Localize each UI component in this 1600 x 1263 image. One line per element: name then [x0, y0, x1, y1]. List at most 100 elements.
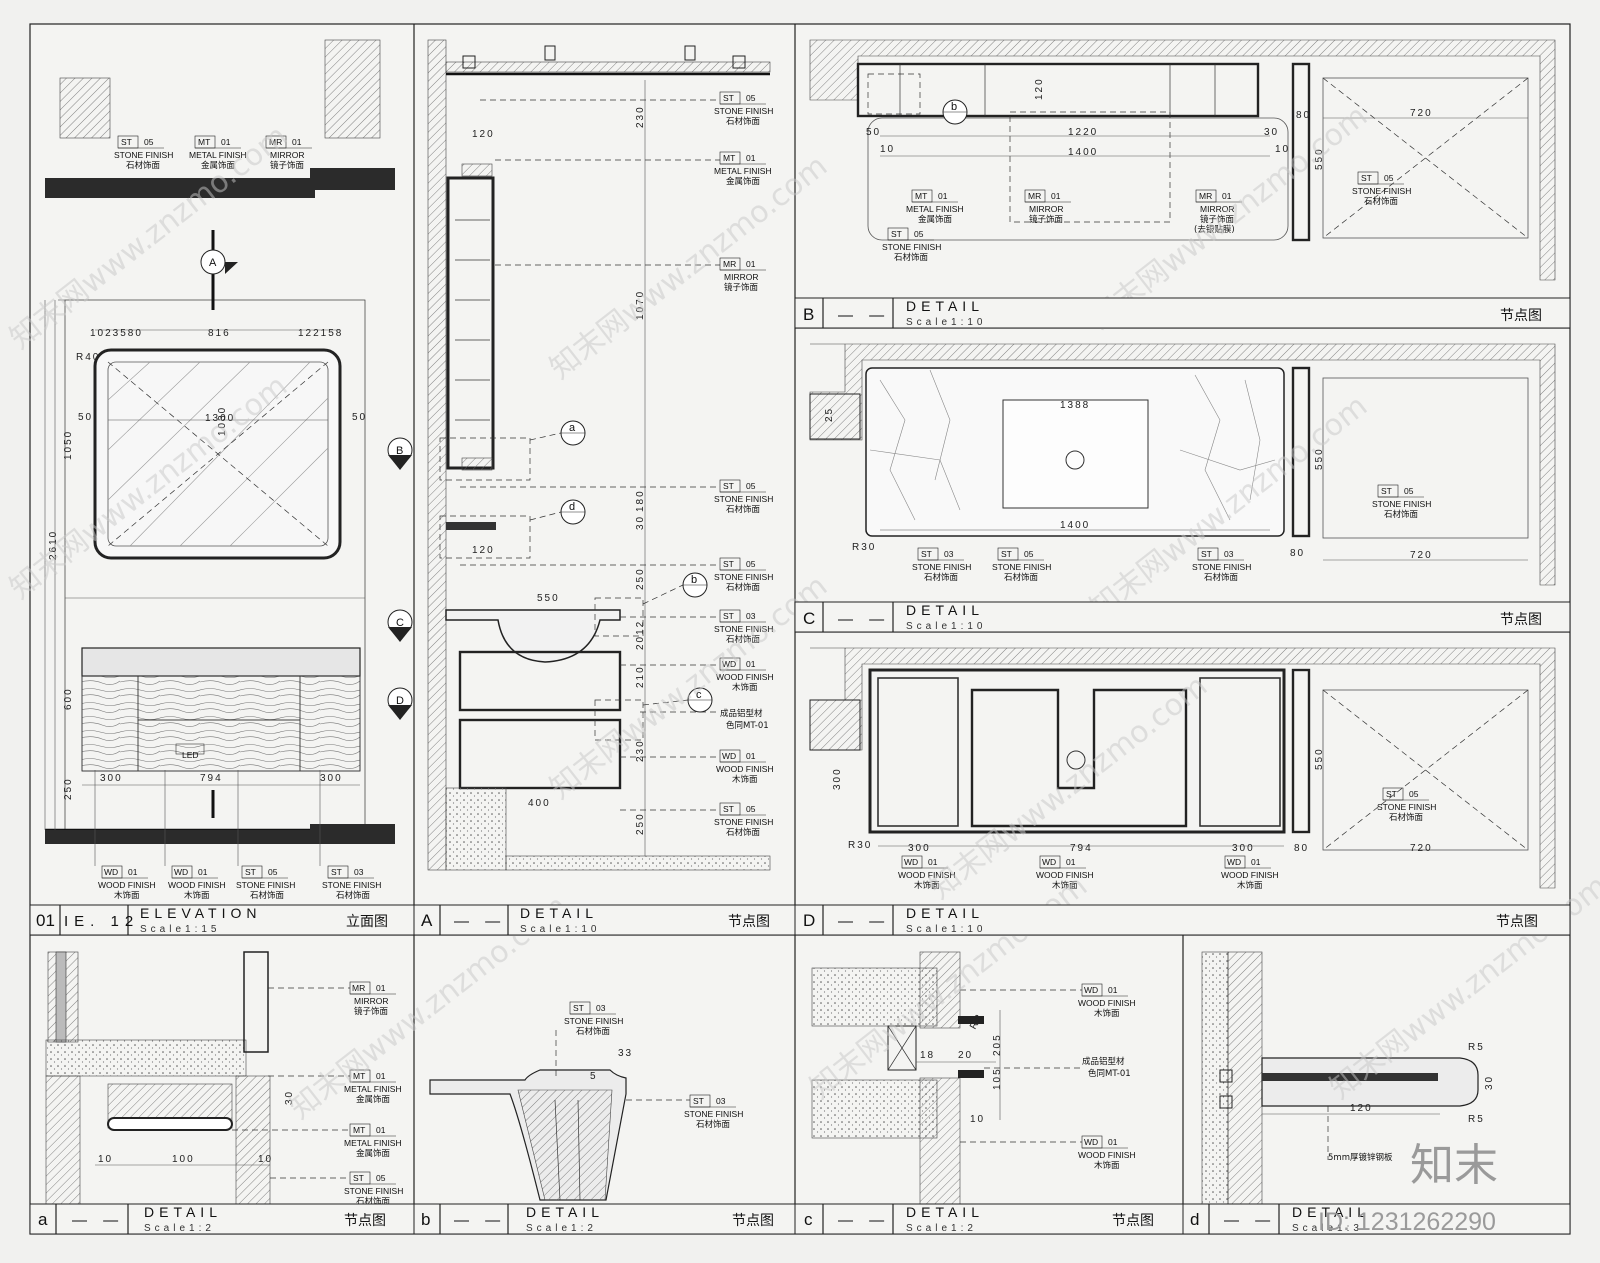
svg-text:30: 30 — [635, 515, 646, 530]
svg-text:木饰面: 木饰面 — [184, 890, 210, 901]
svg-text:10: 10 — [880, 144, 895, 155]
elevation-drawing — [44, 39, 395, 844]
svg-text:01: 01 — [746, 153, 756, 163]
svg-text:MR: MR — [1199, 191, 1212, 201]
svg-text:Scale1:2: Scale1:2 — [526, 1223, 597, 1234]
detail-a-dims: 100 10 10 30 — [98, 1090, 295, 1165]
svg-text:— —: — — — [72, 1212, 124, 1229]
svg-text:05: 05 — [268, 867, 278, 877]
svg-text:石材饰面: 石材饰面 — [576, 1026, 611, 1037]
svg-text:Scale1:2: Scale1:2 — [144, 1223, 215, 1234]
svg-text:05: 05 — [1404, 486, 1414, 496]
svg-text:STONE FINISH: STONE FINISH — [1352, 186, 1411, 196]
svg-text:ST: ST — [723, 611, 734, 621]
svg-text:1220: 1220 — [1068, 127, 1098, 138]
svg-text:STONE FINISH: STONE FINISH — [882, 242, 941, 252]
svg-text:ST: ST — [723, 559, 734, 569]
detail-C-dims: 1388 1400 720 550 25 R30 80 — [824, 400, 1431, 561]
svg-text:DETAIL: DETAIL — [1292, 1204, 1370, 1220]
svg-text:30: 30 — [284, 1090, 295, 1105]
svg-text:成品铝型材: 成品铝型材 — [720, 708, 763, 719]
svg-text:b: b — [421, 1210, 430, 1229]
svg-text:ST: ST — [331, 867, 342, 877]
svg-text:节点图: 节点图 — [1112, 1213, 1154, 1229]
detail-D-dims: 300 794 300 720 550 80 R30 300 — [832, 747, 1433, 854]
svg-text:MR: MR — [1028, 191, 1041, 201]
svg-text:01: 01 — [938, 191, 948, 201]
svg-text:金属饰面: 金属饰面 — [356, 1094, 391, 1105]
svg-text:色同MT-01: 色同MT-01 — [1088, 1068, 1131, 1079]
svg-text:120: 120 — [1350, 1103, 1373, 1114]
svg-text:WOOD FINISH: WOOD FINISH — [716, 764, 774, 774]
svg-text:03: 03 — [944, 549, 954, 559]
svg-text:节点图: 节点图 — [1500, 612, 1542, 628]
svg-text:WD: WD — [104, 867, 118, 877]
svg-text:1070: 1070 — [635, 290, 646, 320]
svg-text:Scale1:10: Scale1:10 — [906, 317, 986, 328]
svg-text:MIRROR: MIRROR — [354, 996, 388, 1006]
svg-text:10: 10 — [98, 1154, 113, 1165]
detail-A-drawing — [427, 39, 771, 871]
svg-text:STONE FINISH: STONE FINISH — [912, 562, 971, 572]
svg-text:300: 300 — [320, 773, 343, 784]
svg-text:ST: ST — [1386, 789, 1397, 799]
title-bar-a: a — — DETAIL Scale1:2 节点图 — [29, 1203, 415, 1235]
svg-text:10: 10 — [970, 1114, 985, 1125]
svg-text:250: 250 — [635, 812, 646, 835]
svg-text:03: 03 — [596, 1003, 606, 1013]
svg-text:05: 05 — [1024, 549, 1034, 559]
detail-b-dims: 5 33 — [590, 1048, 633, 1082]
svg-text:1050: 1050 — [63, 430, 74, 460]
svg-text:01: 01 — [1051, 191, 1061, 201]
svg-text:794: 794 — [200, 773, 223, 784]
svg-text:a: a — [38, 1210, 48, 1229]
svg-text:WD: WD — [1084, 985, 1098, 995]
svg-text:550: 550 — [1314, 147, 1325, 170]
svg-text:01: 01 — [1108, 1137, 1118, 1147]
svg-text:205: 205 — [992, 1033, 1003, 1056]
svg-text:STONE FINISH: STONE FINISH — [1192, 562, 1251, 572]
svg-text:B: B — [803, 305, 814, 324]
svg-text:MR: MR — [352, 983, 365, 993]
title-bar-elevation: 01 IE. 12 ELEVATION Scale1:15 立面图 — [29, 904, 415, 936]
svg-text:ELEVATION: ELEVATION — [140, 905, 262, 921]
svg-text:WOOD FINISH: WOOD FINISH — [1078, 998, 1136, 1008]
svg-text:METAL FINISH: METAL FINISH — [344, 1084, 402, 1094]
svg-text:50: 50 — [78, 412, 93, 423]
svg-text:木饰面: 木饰面 — [1094, 1160, 1120, 1171]
svg-text:石材饰面: 石材饰面 — [696, 1119, 731, 1130]
svg-text:ST: ST — [1001, 549, 1012, 559]
svg-text:05: 05 — [746, 804, 756, 814]
svg-text:05: 05 — [746, 93, 756, 103]
svg-text:ST: ST — [891, 229, 902, 239]
svg-text:01: 01 — [376, 1071, 386, 1081]
svg-text:METAL FINISH: METAL FINISH — [344, 1138, 402, 1148]
svg-text:b: b — [691, 574, 697, 586]
svg-text:33: 33 — [618, 1048, 633, 1059]
svg-text:— —: — — — [838, 307, 890, 324]
svg-text:石材饰面: 石材饰面 — [726, 116, 761, 127]
svg-text:石材饰面: 石材饰面 — [726, 634, 761, 645]
svg-text:— —: — — — [838, 611, 890, 628]
svg-text:300: 300 — [908, 843, 931, 854]
svg-text:250: 250 — [63, 777, 74, 800]
svg-text:STONE FINISH: STONE FINISH — [714, 494, 773, 504]
svg-text:石材饰面: 石材饰面 — [1364, 196, 1399, 207]
svg-text:STONE FINISH: STONE FINISH — [992, 562, 1051, 572]
svg-text:ST: ST — [1361, 173, 1372, 183]
svg-text:720: 720 — [1410, 843, 1433, 854]
svg-text:木饰面: 木饰面 — [1052, 880, 1078, 891]
svg-text:230: 230 — [635, 105, 646, 128]
svg-text:122158: 122158 — [298, 328, 343, 339]
svg-text:节点图: 节点图 — [344, 1213, 386, 1229]
svg-text:d: d — [1190, 1210, 1199, 1229]
svg-text:WOOD FINISH: WOOD FINISH — [98, 880, 156, 890]
svg-text:石材饰面: 石材饰面 — [924, 572, 959, 583]
svg-text:节点图: 节点图 — [1496, 914, 1538, 930]
svg-text:镜子饰面: 镜子饰面 — [724, 282, 759, 293]
svg-text:木饰面: 木饰面 — [732, 682, 758, 693]
svg-text:C: C — [396, 617, 404, 629]
svg-text:ST: ST — [121, 137, 132, 147]
